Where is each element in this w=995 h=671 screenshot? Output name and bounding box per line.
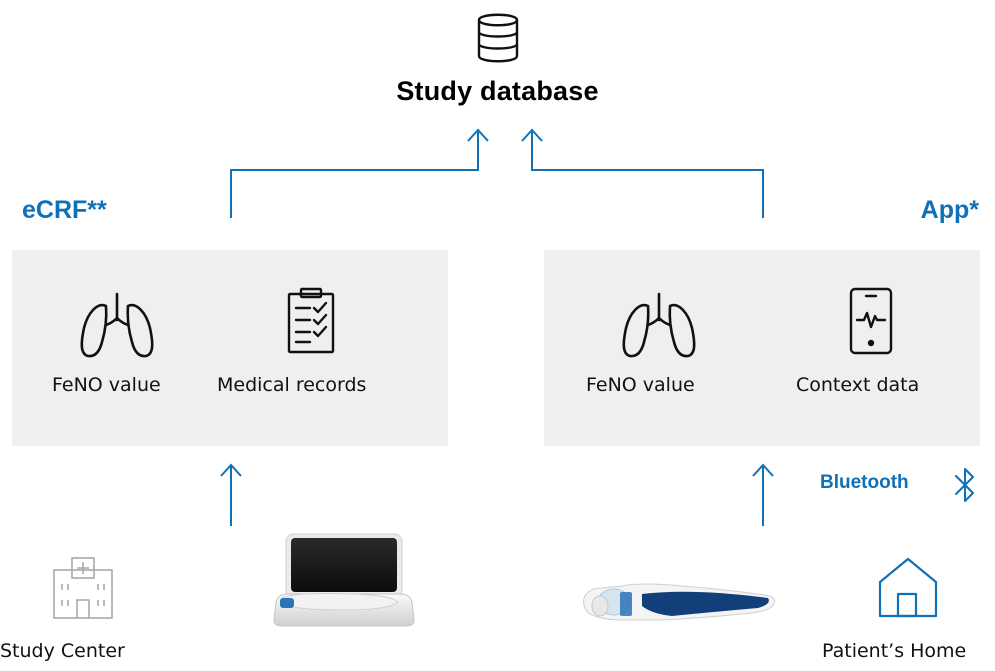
app-panel: FeNO value Context data [544, 250, 980, 446]
clipboard-checklist-icon [286, 286, 336, 354]
house-icon [876, 556, 940, 618]
ecrf-panel: FeNO value Medical records [12, 250, 448, 446]
ecrf-medical-records-label: Medical records [217, 374, 367, 396]
hospital-building-icon [52, 556, 114, 620]
bluetooth-icon [954, 466, 976, 504]
smartphone-ecg-icon [848, 286, 894, 356]
app-context-data-label: Context data [796, 374, 920, 396]
bluetooth-label: Bluetooth [820, 472, 909, 493]
ecrf-feno-label: FeNO value [52, 374, 161, 396]
database-icon [474, 10, 522, 66]
patients-home-label: Patient’s Home [822, 640, 967, 662]
home-arrow-head [752, 463, 774, 477]
ecrf-to-database-line [230, 132, 479, 218]
study-center-arrow-head [220, 463, 242, 477]
ecrf-label: eCRF** [22, 196, 107, 224]
app-feno-label: FeNO value [586, 374, 695, 396]
database-title: Study database [396, 76, 599, 106]
ecrf-arrow-head [467, 128, 489, 142]
feno-base-station-device [272, 532, 416, 628]
lungs-icon [78, 290, 156, 360]
app-to-database-line [531, 132, 764, 218]
app-arrow-head [521, 128, 543, 142]
lungs-icon [620, 290, 698, 360]
app-label: App* [920, 196, 979, 224]
study-center-label: Study Center [0, 640, 125, 662]
feno-handheld-device [582, 576, 778, 630]
